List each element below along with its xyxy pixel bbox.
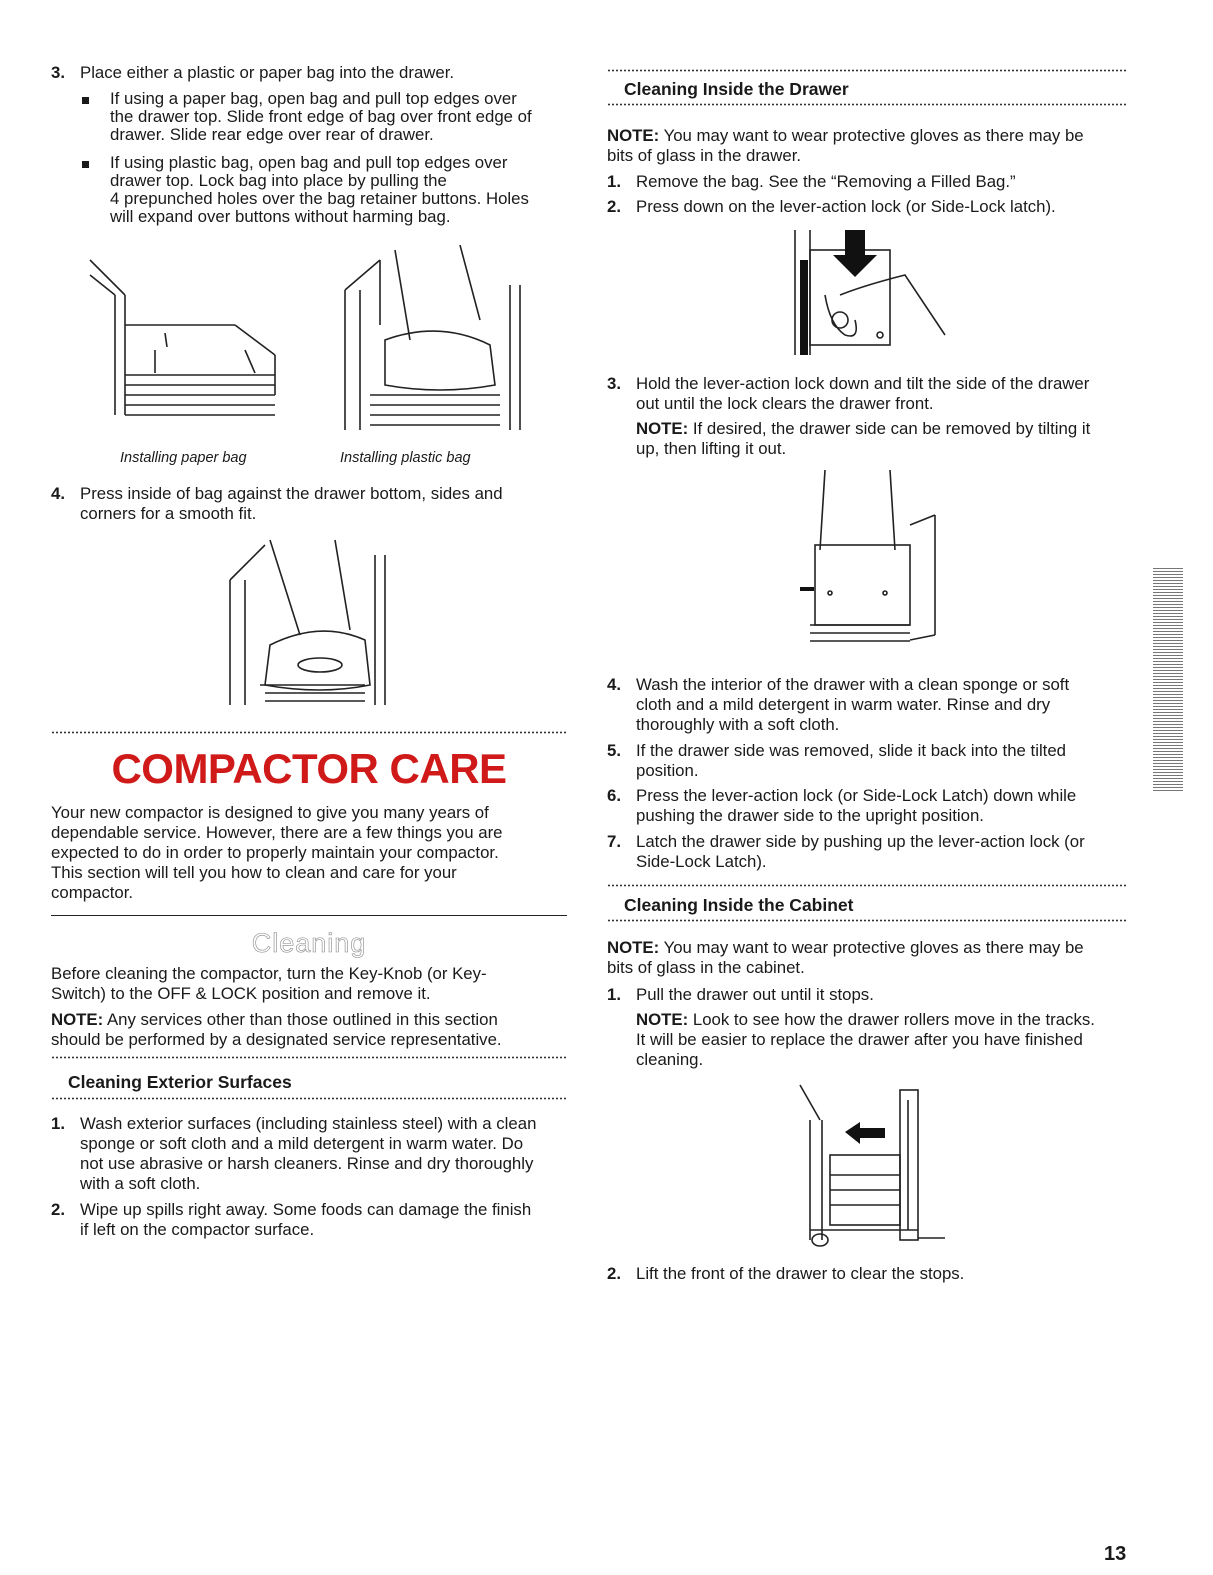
figure-caption: Installing paper bag: [120, 450, 247, 466]
step-text: If the drawer side was removed, slide it…: [636, 741, 1066, 780]
step-number: 2.: [607, 1264, 621, 1283]
divider: [51, 1056, 567, 1059]
step-number: 2.: [607, 197, 621, 216]
step-number: 7.: [607, 832, 621, 851]
step-text: Pull the drawer out until it stops.: [636, 985, 874, 1004]
divider: [51, 731, 567, 734]
subsection-heading: Cleaning Exterior Surfaces: [68, 1072, 292, 1092]
step-text: Press inside of bag against the drawer b…: [80, 484, 503, 523]
care-intro: Your new compactor is designed to give y…: [51, 803, 503, 902]
step-text: Latch the drawer side by pushing up the …: [636, 832, 1085, 871]
press-bag-illustration: [225, 535, 395, 715]
step-number: 1.: [51, 1114, 65, 1133]
subsection-heading: Cleaning Inside the Drawer: [624, 79, 849, 99]
step-text: Lift the front of the drawer to clear th…: [636, 1264, 965, 1283]
step-text: Press the lever-action lock (or Side-Loc…: [636, 786, 1077, 825]
divider: [607, 884, 1127, 887]
step-text: Place either a plastic or paper bag into…: [80, 63, 455, 82]
drawer-side-illustration: [790, 465, 945, 650]
step-text: Wash the interior of the drawer with a c…: [636, 675, 1070, 734]
bullet-text: If using a paper bag, open bag and pull …: [110, 89, 532, 144]
step-text: Wipe up spills right away. Some foods ca…: [80, 1200, 532, 1239]
step-number: 6.: [607, 786, 621, 805]
divider: [607, 69, 1127, 72]
section-title: COMPACTOR CARE: [111, 745, 507, 792]
figure-caption: Installing plastic bag: [340, 450, 471, 466]
step-number: 1.: [607, 985, 621, 1004]
pull-drawer-illustration: [790, 1080, 950, 1255]
step-text: Hold the lever-action lock down and tilt…: [636, 374, 1090, 413]
step-number: 3.: [607, 374, 621, 393]
step-number: 5.: [607, 741, 621, 760]
drawer-note: NOTE: You may want to wear protective gl…: [607, 126, 1084, 165]
step-number: 3.: [51, 63, 65, 82]
bullet: [82, 97, 89, 104]
page-number: 13: [1104, 1543, 1127, 1565]
services-note: NOTE: Any services other than those outl…: [51, 1010, 502, 1049]
step-number: 4.: [51, 484, 65, 503]
before-cleaning-text: Before cleaning the compactor, turn the …: [51, 964, 487, 1003]
plastic-bag-illustration: [340, 245, 530, 440]
divider: [607, 919, 1127, 922]
divider: [51, 1097, 567, 1100]
lever-lock-illustration: [785, 225, 955, 360]
divider: [51, 915, 567, 916]
step-number: 4.: [607, 675, 621, 694]
language-tab: [1153, 566, 1183, 791]
rollers-note: NOTE: Look to see how the drawer rollers…: [636, 1010, 1095, 1069]
subsection-title: Cleaning: [251, 928, 367, 959]
step-text: Press down on the lever-action lock (or …: [636, 197, 1056, 216]
step-number: 2.: [51, 1200, 65, 1219]
step-number: 1.: [607, 172, 621, 191]
step-text: Remove the bag. See the “Removing a Fill…: [636, 172, 1016, 191]
divider: [607, 103, 1127, 106]
bullet-text: If using plastic bag, open bag and pull …: [110, 153, 529, 226]
bullet: [82, 161, 89, 168]
paper-bag-illustration: [85, 255, 285, 425]
tilt-note: NOTE: If desired, the drawer side can be…: [636, 419, 1091, 458]
subsection-heading: Cleaning Inside the Cabinet: [624, 895, 854, 915]
step-text: Wash exterior surfaces (including stainl…: [80, 1114, 537, 1193]
cabinet-note: NOTE: You may want to wear protective gl…: [607, 938, 1084, 977]
